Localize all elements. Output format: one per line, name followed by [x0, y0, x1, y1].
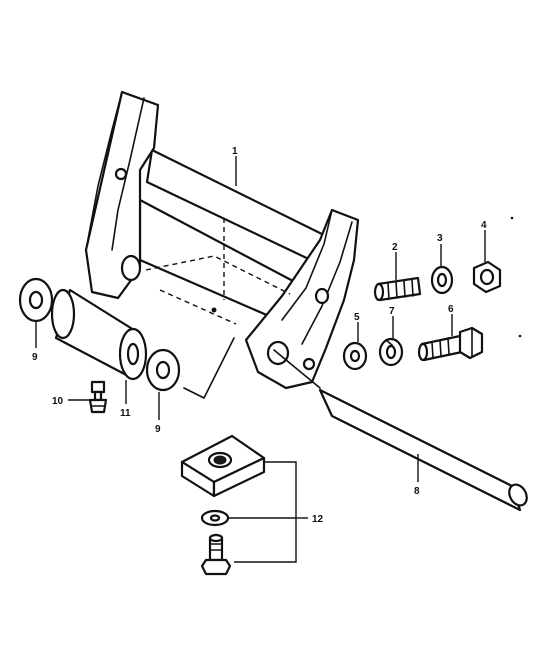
shaft — [273, 349, 528, 512]
callout-labels: 1 2 3 4 5 6 7 8 9 9 10 11 12 — [32, 146, 487, 525]
washer-3 — [430, 265, 454, 295]
washer-left — [18, 277, 54, 323]
washer-right — [145, 337, 235, 399]
stud — [373, 276, 422, 302]
callout-8: 8 — [414, 486, 420, 497]
callout-12: 12 — [312, 514, 324, 525]
callout-11: 11 — [120, 408, 131, 419]
bracket-frame — [84, 90, 360, 390]
callout-2: 2 — [392, 242, 398, 253]
callout-7: 7 — [389, 306, 395, 317]
cap-screw — [200, 533, 232, 576]
callout-6: 6 — [448, 304, 454, 315]
bushing-sleeve — [50, 288, 148, 381]
callout-10: 10 — [52, 396, 64, 407]
washer-5 — [342, 341, 368, 371]
mounting-block — [180, 434, 266, 498]
hex-bolt — [417, 326, 484, 362]
callout-5: 5 — [354, 312, 360, 323]
callout-9-left: 9 — [32, 352, 38, 363]
callout-4: 4 — [481, 220, 487, 231]
callout-9-right: 9 — [155, 424, 161, 435]
leader-lines — [35, 156, 486, 563]
small-washer — [200, 509, 230, 527]
hex-nut — [472, 260, 502, 294]
callout-1: 1 — [232, 146, 238, 157]
speck — [518, 334, 522, 338]
spring-washer — [378, 337, 404, 367]
speck — [510, 216, 514, 220]
callout-3: 3 — [437, 233, 443, 244]
grease-nipple — [88, 380, 108, 414]
